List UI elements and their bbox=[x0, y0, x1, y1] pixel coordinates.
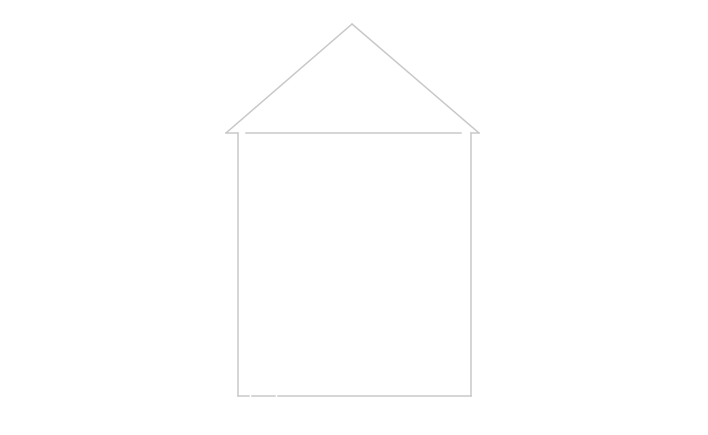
roof-right-edge bbox=[350, 22, 481, 135]
roof-left-edge bbox=[224, 22, 354, 135]
house-outline bbox=[224, 22, 481, 397]
